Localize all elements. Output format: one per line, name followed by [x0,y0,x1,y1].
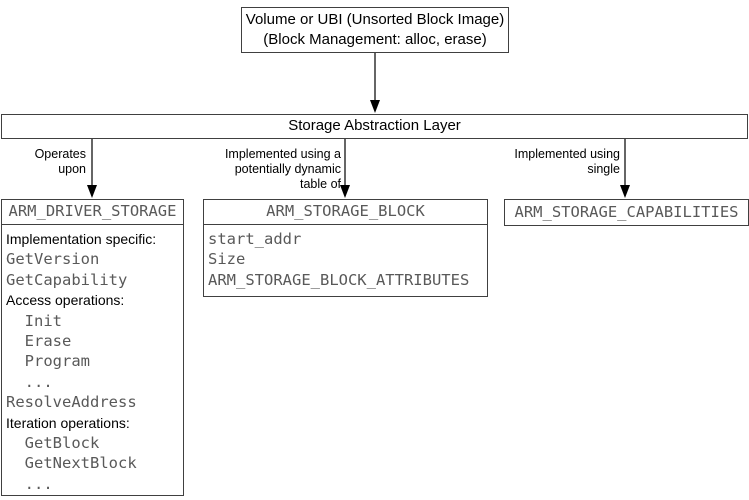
arm-storage-block-title: ARM_STORAGE_BLOCK [204,200,487,225]
driver-line-getblock: GetBlock [6,434,100,453]
driver-line-getnextblock: GetNextBlock [6,454,137,473]
arrow-sal-to-block [340,139,350,198]
driver-line-erase: Erase [6,332,72,351]
arm-driver-storage-title: ARM_DRIVER_STORAGE [2,200,183,225]
arm-driver-storage-body: Implementation specific: GetVersion GetC… [2,225,183,494]
volume-ubi-line1: Volume or UBI (Unsorted Block Image) [245,11,505,28]
arm-storage-block-box: ARM_STORAGE_BLOCK start_addr Size ARM_ST… [203,199,488,297]
volume-ubi-box: Volume or UBI (Unsorted Block Image) (Bl… [241,7,509,53]
storage-abstraction-layer-box: Storage Abstraction Layer [1,114,748,139]
driver-line-program: Program [6,352,90,371]
driver-line-implementation-specific: Implementation specific: [6,231,157,247]
arm-driver-storage-box: ARM_DRIVER_STORAGE Implementation specif… [1,199,184,496]
volume-ubi-line2: (Block Management: alloc, erase) [263,31,487,48]
arrow-sal-to-capabilities [620,139,630,198]
arm-storage-capabilities-box: ARM_STORAGE_CAPABILITIES [504,199,749,226]
edge-label-line: table of [299,177,341,191]
driver-line-init: Init [6,311,62,330]
edge-label-operates-upon: Operates upon [0,147,86,177]
driver-line-resolveaddress: ResolveAddress [6,393,137,412]
edge-label-dynamic-table: Implemented using a potentially dynamic … [200,147,341,192]
block-line-start-addr: start_addr [208,230,302,248]
driver-line-iteration-operations: Iteration operations: [6,414,130,431]
block-line-size: Size [208,250,246,269]
edge-label-line: Implemented using a [224,147,341,161]
edge-label-line: upon [58,162,86,176]
driver-line-ellipsis-1: ... [6,372,53,391]
driver-line-getcapability: GetCapability [6,270,128,289]
edge-label-line: Implemented using [514,147,620,161]
driver-line-ellipsis-2: ... [6,474,53,493]
edge-label-line: single [587,162,620,176]
driver-line-getversion: GetVersion [6,250,100,269]
edge-label-line: Operates [34,147,86,161]
arrow-sal-to-driver [87,139,97,198]
edge-label-single: Implemented using single [480,147,620,177]
block-line-attributes: ARM_STORAGE_BLOCK_ATTRIBUTES [208,270,470,289]
edge-label-line: potentially dynamic [234,162,341,176]
arrow-volume-to-sal [370,53,380,113]
driver-line-access-operations: Access operations: [6,292,125,309]
arm-storage-block-body: start_addr Size ARM_STORAGE_BLOCK_ATTRIB… [204,225,487,290]
